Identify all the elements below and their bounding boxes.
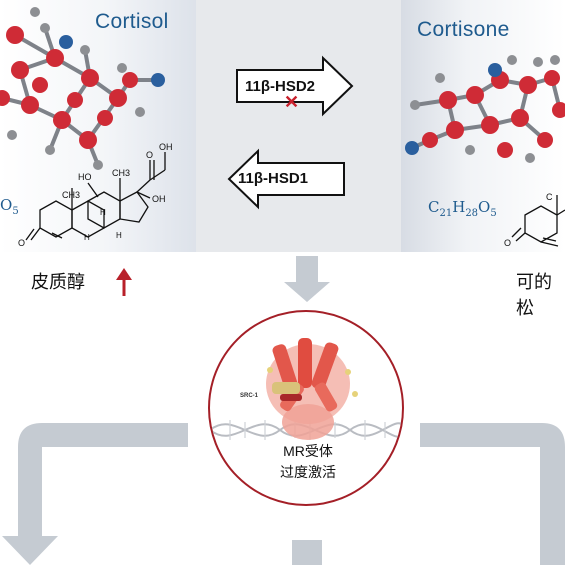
- atom-o-ring: O: [18, 238, 25, 248]
- right-branch-arrow: [420, 423, 565, 565]
- down-arrow-bottom: [292, 540, 322, 565]
- mr-receptor-circle: SRC-1 MR受体 过度激活: [208, 310, 404, 506]
- cortisone-chinese-name: 可的松: [516, 272, 552, 318]
- cortisone-formula-text: C21H28O5: [428, 198, 497, 219]
- enzyme-panel: [196, 0, 401, 252]
- cortisone-atom-o: O: [504, 238, 511, 248]
- right-branch-arrowhead: [548, 538, 565, 565]
- cortisone-title: Cortisone: [417, 18, 510, 41]
- atom-h-b: H: [84, 233, 90, 242]
- coactivator-label: SRC-1: [240, 393, 259, 399]
- atom-h-c: H: [116, 231, 122, 240]
- atom-ch3-b: CH3: [112, 168, 130, 178]
- down-arrow-top: [284, 256, 330, 302]
- cortisol-chinese-name: 皮质醇: [31, 272, 85, 292]
- cortisone-skeletal-formula: [511, 195, 565, 247]
- receptor-subtitle: 过度激活: [280, 464, 336, 480]
- hsd2-arrow: [236, 55, 354, 117]
- receptor-title: MR受体: [283, 443, 333, 459]
- cortisone-atom-c: C: [546, 192, 553, 202]
- hsd2-label: 11β-HSD2: [245, 78, 316, 95]
- blocked-x-icon: ✕: [284, 92, 300, 112]
- cortisol-skeletal-formula: [25, 152, 166, 241]
- cortisone-atoms: [405, 55, 565, 163]
- left-branch-arrow: [2, 423, 188, 565]
- increase-arrow-icon: [116, 268, 132, 296]
- cortisol-atoms: [0, 7, 165, 170]
- cortisone-formula: C21H28O5: [428, 198, 497, 219]
- formula-fragment-text: O5: [0, 196, 19, 217]
- atom-ho: HO: [78, 172, 92, 182]
- hsd1-label: 11β-HSD1: [238, 170, 309, 187]
- atom-oh-side: OH: [152, 194, 166, 204]
- atom-o-top: O: [146, 150, 153, 160]
- receptor-illustration: [210, 338, 402, 440]
- hsd1-arrow: [227, 148, 345, 210]
- atom-h-a: H: [100, 208, 106, 217]
- cortisol-title: Cortisol: [95, 10, 169, 33]
- atom-oh-top: OH: [159, 142, 173, 152]
- atom-ch3-a: CH3: [62, 190, 80, 200]
- cortisol-formula-fragment: O5: [0, 196, 19, 217]
- flow-arrows: [2, 256, 565, 565]
